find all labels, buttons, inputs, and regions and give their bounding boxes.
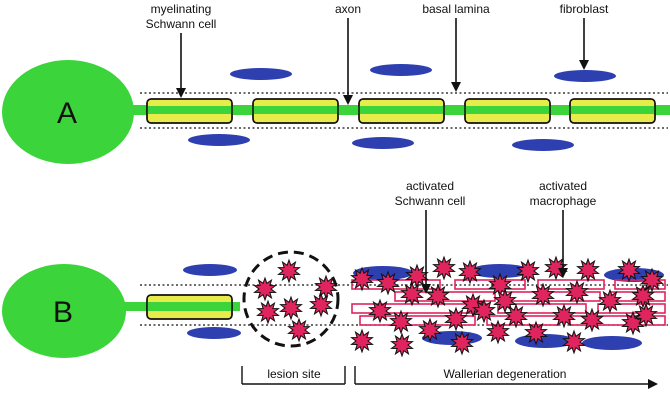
macrophage bbox=[598, 288, 622, 314]
label-wallerian-degeneration: Wallerian degeneration bbox=[444, 367, 567, 381]
fibroblast bbox=[230, 68, 292, 80]
macrophage bbox=[576, 257, 600, 283]
macrophage bbox=[493, 288, 517, 314]
neuron-body-a bbox=[2, 60, 134, 164]
fibroblast bbox=[187, 327, 241, 339]
fibroblast bbox=[515, 334, 575, 348]
macrophage bbox=[565, 279, 589, 305]
panel-letter-a: A bbox=[57, 97, 77, 130]
macrophage bbox=[634, 302, 658, 328]
macrophage bbox=[562, 329, 586, 355]
fibroblast bbox=[183, 264, 237, 276]
label-macrophage: macrophage bbox=[530, 194, 597, 208]
schwann-band bbox=[597, 303, 666, 314]
macrophages bbox=[253, 255, 664, 358]
label-activated-schwann-cell: Schwann cell bbox=[395, 194, 466, 208]
macrophage bbox=[400, 281, 424, 307]
schwann-band bbox=[569, 315, 666, 326]
macrophage bbox=[472, 298, 496, 324]
fibroblast bbox=[188, 134, 250, 146]
macrophage bbox=[580, 307, 604, 333]
macrophage bbox=[287, 317, 311, 343]
schwann-band bbox=[359, 315, 476, 326]
axon-core-b bbox=[147, 302, 232, 311]
macrophage bbox=[524, 320, 548, 346]
label-lesion-site: lesion site bbox=[267, 367, 321, 381]
macrophage bbox=[279, 295, 303, 321]
macrophage bbox=[390, 332, 414, 358]
macrophage bbox=[458, 259, 482, 285]
macrophage bbox=[309, 292, 333, 318]
axon-core bbox=[147, 106, 655, 114]
panel-a: A myelinating Schwann cell bbox=[2, 2, 670, 164]
label-schwann-cell: Schwann cell bbox=[146, 17, 217, 31]
activated-schwann-bands bbox=[351, 279, 666, 326]
macrophage bbox=[450, 330, 474, 356]
label-fibroblast: fibroblast bbox=[560, 2, 609, 16]
myelinating-schwann-cells-a bbox=[146, 98, 656, 124]
macrophage bbox=[368, 298, 392, 324]
wallerian-bracket bbox=[354, 366, 658, 389]
macrophage bbox=[350, 328, 374, 354]
macrophage bbox=[256, 299, 280, 325]
macrophage bbox=[617, 257, 641, 283]
neuron-body-b bbox=[2, 264, 126, 358]
lesion-circle bbox=[242, 250, 340, 348]
fibroblast bbox=[582, 336, 642, 350]
macrophage bbox=[486, 319, 510, 345]
schwann-band bbox=[394, 291, 496, 302]
label-myelinating: myelinating bbox=[151, 2, 212, 16]
label-activated-2: activated bbox=[539, 179, 587, 193]
label-basal-lamina: basal lamina bbox=[422, 2, 490, 16]
schwann-band bbox=[504, 291, 601, 302]
fibroblast bbox=[370, 64, 432, 76]
label-axon: axon bbox=[335, 2, 361, 16]
fibroblast bbox=[470, 264, 530, 278]
macrophage bbox=[426, 283, 450, 309]
macrophage bbox=[350, 266, 374, 292]
macrophage bbox=[389, 309, 413, 335]
macrophage bbox=[640, 267, 664, 293]
fibroblast bbox=[554, 70, 616, 82]
macrophage bbox=[432, 255, 456, 281]
macrophage bbox=[504, 303, 528, 329]
fibroblasts-a bbox=[188, 64, 616, 151]
macrophage bbox=[277, 258, 301, 284]
macrophage bbox=[376, 270, 400, 296]
macrophage bbox=[418, 317, 442, 343]
macrophage bbox=[253, 276, 277, 302]
schwann-band bbox=[454, 279, 526, 290]
panel-letter-b: B bbox=[53, 296, 73, 329]
label-activated-1: activated bbox=[406, 179, 454, 193]
panel-b: B bbox=[2, 179, 668, 389]
macrophage bbox=[552, 303, 576, 329]
macrophage bbox=[444, 306, 468, 332]
lesion-site-bracket bbox=[241, 366, 346, 385]
macrophage bbox=[631, 283, 655, 309]
fibroblast bbox=[352, 137, 414, 149]
fibroblast bbox=[512, 139, 574, 151]
macrophage bbox=[516, 258, 540, 284]
macrophage bbox=[531, 282, 555, 308]
